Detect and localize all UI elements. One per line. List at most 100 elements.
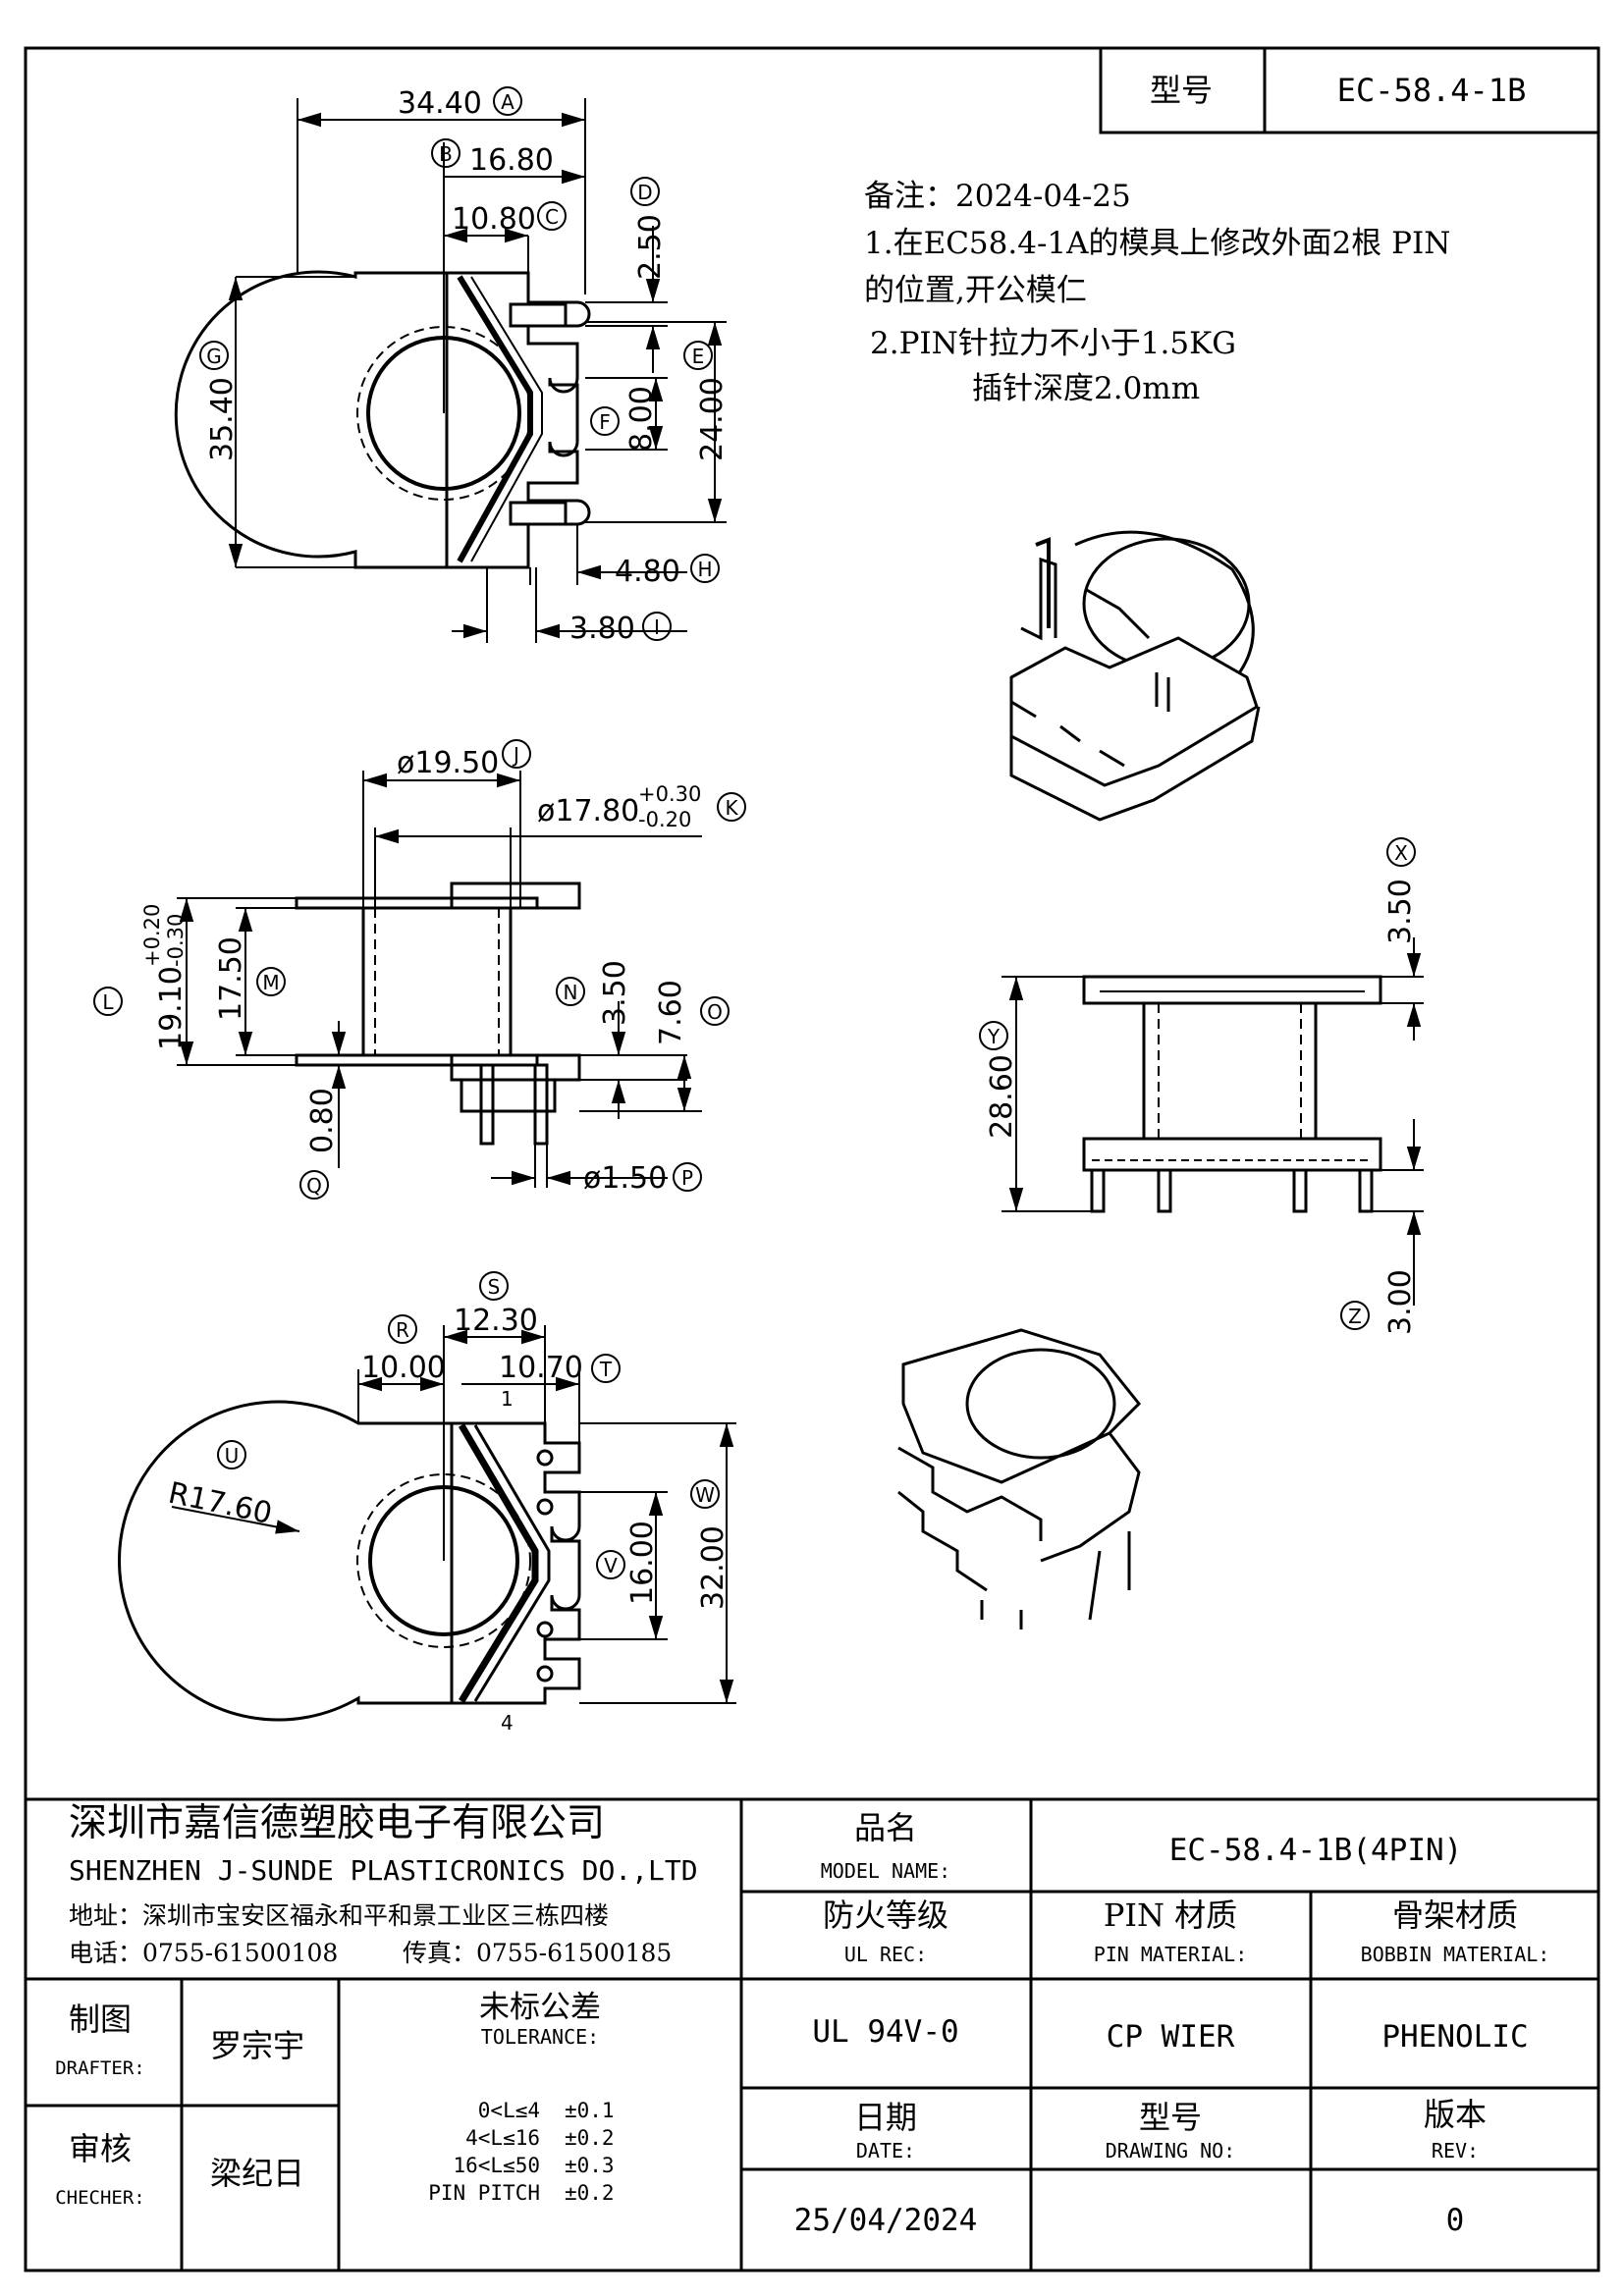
drafter-name: 罗宗宇 bbox=[210, 2027, 304, 2064]
notes-title: 备注：2024-04-25 bbox=[864, 179, 1131, 214]
dim-z-label: Z bbox=[1348, 1305, 1362, 1328]
dim-u-value: R17.60 bbox=[165, 1476, 275, 1531]
iso-view-top bbox=[1009, 530, 1261, 822]
drafter-label-cn: 制图 bbox=[69, 2001, 132, 2038]
ul-label-en: UL REC: bbox=[844, 1943, 927, 1966]
dim-c-value: 10.80 bbox=[452, 202, 536, 237]
dim-g-balloon bbox=[199, 341, 229, 370]
ul-label-cn: 防火等级 bbox=[823, 1896, 948, 1934]
dim-b-balloon bbox=[431, 138, 460, 168]
dim-l-label: L bbox=[102, 990, 114, 1014]
dim-g-value: 35.40 bbox=[205, 377, 240, 461]
tolerance-value-2: ±0.2 bbox=[565, 2126, 615, 2150]
dim-l-value: 19.10 bbox=[154, 966, 189, 1050]
company-name-cn: 深圳市嘉信德塑胶电子有限公司 bbox=[69, 1801, 605, 1845]
top-view-dim-text: 34.40 A B 16.80 10.80 C D 2.50 E 24.00 F… bbox=[199, 86, 730, 646]
dim-j-value: ø19.50 bbox=[397, 746, 499, 780]
dim-s-label: S bbox=[488, 1275, 501, 1299]
date-label-cn: 日期 bbox=[854, 2099, 917, 2136]
dim-d-balloon bbox=[630, 177, 660, 206]
pin-four-mark: 4 bbox=[501, 1711, 514, 1735]
dim-y-label: Y bbox=[987, 1025, 1001, 1048]
notes-line2: 的位置,开公模仁 bbox=[864, 273, 1087, 308]
dim-q-value: 0.80 bbox=[305, 1088, 340, 1153]
dim-j-label: J bbox=[512, 743, 519, 767]
dim-e-label: E bbox=[692, 345, 705, 368]
dim-c-label: C bbox=[545, 205, 559, 229]
drawing-no-label-cn: 型号 bbox=[1139, 2099, 1202, 2136]
drawing-no-label-en: DRAWING NO: bbox=[1106, 2139, 1235, 2163]
dim-t-label: T bbox=[599, 1358, 613, 1381]
dim-e-value: 24.00 bbox=[695, 377, 730, 461]
dim-p-label: P bbox=[681, 1166, 693, 1190]
tolerance-value-4: ±0.2 bbox=[565, 2181, 615, 2205]
notes-line1: 1.在EC58.4-1A的模具上修改外面2根 PIN bbox=[864, 226, 1450, 261]
rev-label-cn: 版本 bbox=[1424, 2096, 1487, 2133]
tolerance-range-3: 16<L≤50 bbox=[453, 2154, 540, 2177]
dim-u-label: U bbox=[225, 1444, 240, 1468]
dim-b-value: 16.80 bbox=[469, 143, 554, 178]
tolerance-range-2: 4<L≤16 bbox=[465, 2126, 540, 2150]
dim-a-balloon bbox=[493, 86, 522, 116]
header-model-value: EC-58.4-1B bbox=[1337, 72, 1527, 109]
dim-k-tol-down: -0.20 bbox=[638, 808, 691, 831]
dim-z-value: 3.00 bbox=[1383, 1269, 1418, 1335]
dim-q-label: Q bbox=[306, 1174, 322, 1198]
dim-d-label: D bbox=[637, 181, 652, 204]
dim-f-value: 8.00 bbox=[624, 386, 659, 452]
sheet-border bbox=[24, 46, 1600, 2272]
bobbin-material-label-en: BOBBIN MATERIAL: bbox=[1361, 1943, 1550, 1966]
dim-m-value: 17.50 bbox=[214, 936, 248, 1021]
company-name-en: SHENZHEN J-SUNDE PLASTICRONICS DO.,LTD bbox=[69, 1854, 698, 1887]
dim-f-label: F bbox=[599, 410, 611, 434]
dim-x-label: X bbox=[1394, 841, 1408, 865]
side-view-dimensions bbox=[177, 771, 702, 1188]
dim-a-value: 34.40 bbox=[398, 86, 482, 121]
dim-o-value: 7.60 bbox=[654, 980, 688, 1045]
notes-block: 备注：2024-04-25 1.在EC58.4-1A的模具上修改外面2根 PIN… bbox=[864, 179, 1450, 406]
drafter-label-en: DRAFTER: bbox=[55, 2057, 145, 2079]
side-view bbox=[295, 881, 581, 1146]
title-block-text: 深圳市嘉信德塑胶电子有限公司 SHENZHEN J-SUNDE PLASTICR… bbox=[55, 1801, 1549, 2238]
dim-i-value: 3.80 bbox=[569, 612, 635, 646]
dim-d-value: 2.50 bbox=[633, 214, 668, 280]
dim-a-label: A bbox=[501, 90, 514, 114]
tolerance-value-1: ±0.1 bbox=[565, 2099, 615, 2122]
dim-y-value: 28.60 bbox=[985, 1054, 1019, 1139]
dim-m-label: M bbox=[262, 971, 279, 994]
dim-h-balloon bbox=[690, 554, 720, 583]
dim-w-label: W bbox=[695, 1483, 715, 1507]
tolerance-range-1: 0<L≤4 bbox=[478, 2099, 540, 2122]
bottom-view-dimensions bbox=[171, 1325, 736, 1704]
pin-material-label-cn: PIN 材质 bbox=[1104, 1896, 1237, 1934]
dim-k-value: ø17.80 bbox=[537, 794, 639, 828]
header-model-label: 型号 bbox=[1150, 72, 1213, 109]
checker-label-cn: 审核 bbox=[69, 2130, 132, 2167]
checker-label-en: CHECHER: bbox=[55, 2187, 145, 2209]
tolerance-label-cn: 未标公差 bbox=[479, 1990, 601, 2025]
front-view bbox=[1082, 975, 1382, 1213]
model-name-label-en: MODEL NAME: bbox=[821, 1859, 950, 1883]
company-phone: 电话：0755-61500108 bbox=[69, 1939, 338, 1967]
date-label-en: DATE: bbox=[856, 2139, 915, 2163]
front-view-dimensions bbox=[1001, 937, 1424, 1306]
dim-v-label: V bbox=[604, 1554, 618, 1577]
header-model-box: 型号 EC-58.4-1B bbox=[1099, 46, 1600, 134]
dim-b-label: B bbox=[439, 142, 453, 166]
title-block bbox=[26, 1797, 1598, 2270]
dim-n-value: 3.50 bbox=[598, 960, 632, 1026]
dim-c-balloon bbox=[537, 201, 567, 231]
dim-r-value: 10.00 bbox=[361, 1351, 446, 1385]
dim-h-value: 4.80 bbox=[615, 555, 680, 589]
company-address: 地址：深圳市宝安区福永和平和景工业区三栋四楼 bbox=[69, 1901, 609, 1930]
ul-value: UL 94V-0 bbox=[812, 2014, 958, 2050]
dim-w-value: 32.00 bbox=[696, 1525, 731, 1610]
notes-line3: 2.PIN针拉力不小于1.5KG bbox=[870, 326, 1236, 361]
top-view-dimensions bbox=[228, 98, 727, 643]
rev-label-en: REV: bbox=[1432, 2139, 1479, 2163]
dim-e-balloon bbox=[683, 341, 713, 370]
bobbin-material-value: PHENOLIC bbox=[1381, 2019, 1528, 2055]
front-view-dim-text: X 3.50 Y 28.60 Z 3.00 bbox=[979, 837, 1418, 1335]
model-name-value: EC-58.4-1B(4PIN) bbox=[1169, 1833, 1463, 1868]
